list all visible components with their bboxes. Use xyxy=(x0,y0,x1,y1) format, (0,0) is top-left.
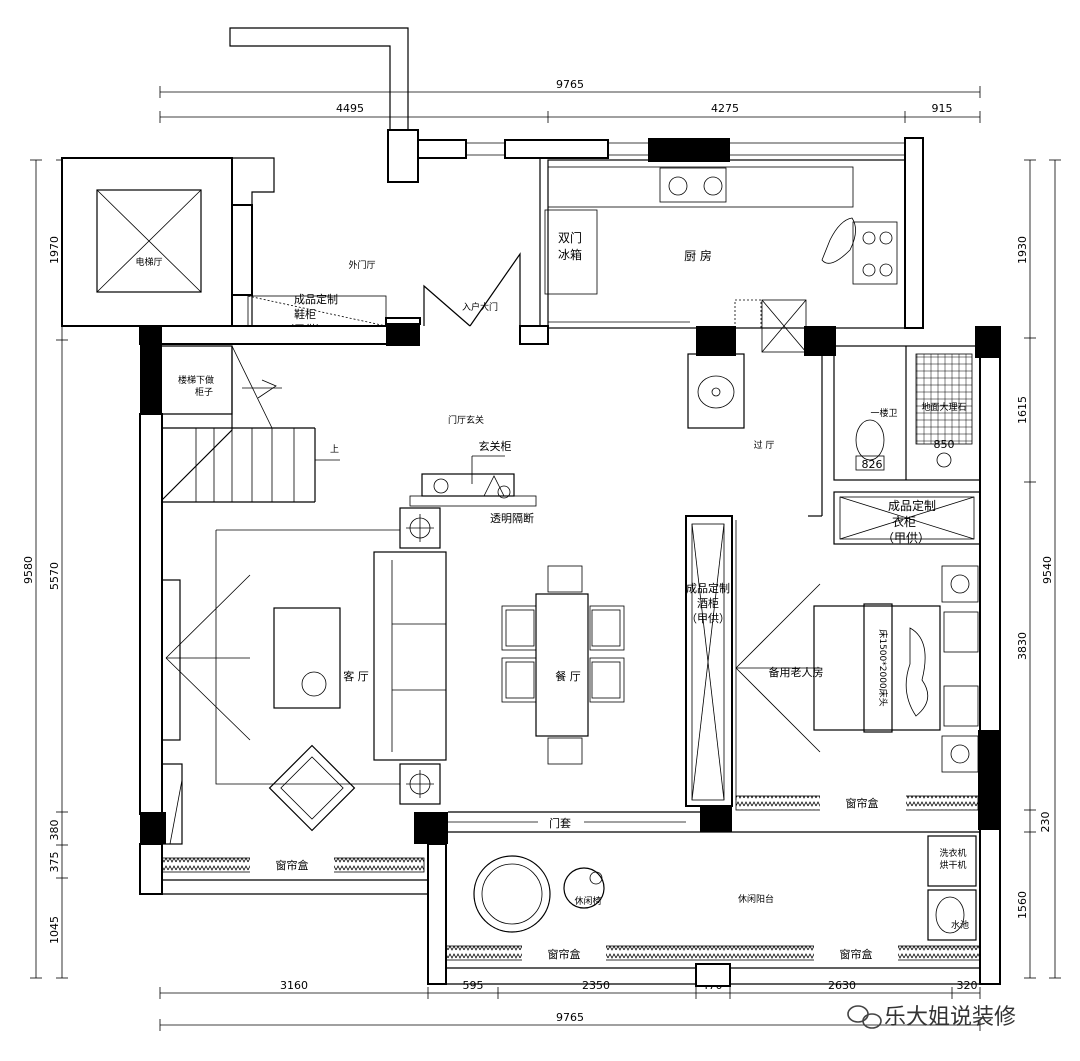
dimension-label: 375 xyxy=(48,852,61,873)
floor-drain-label: 地面大理石 xyxy=(921,401,966,413)
foyer-label: 门厅玄关 xyxy=(448,414,484,426)
dimension-label: 320 xyxy=(957,979,978,992)
leisure-balcony-label: 休闲阳台 xyxy=(738,893,774,905)
washer-label: 洗衣机 xyxy=(939,847,966,859)
bath-dimension: 826 xyxy=(862,458,883,471)
curtain-box-label: 窗帘盒 xyxy=(846,796,879,810)
laundry-sink-label: 水池 xyxy=(951,919,969,931)
entrance-door-label: 入户大门 xyxy=(462,301,498,313)
dimension-label: 380 xyxy=(48,820,61,841)
watermark: 乐大姐说装修 xyxy=(847,1005,1016,1030)
leisure-balcony: 休闲椅 休闲阳台 洗衣机 烘干机 水池 xyxy=(473,835,977,941)
washer-label: 烘干机 xyxy=(939,859,966,871)
leisure-chair-label: 休闲椅 xyxy=(574,895,601,907)
dimension-left: 9580 1970 5570 380 375 1045 xyxy=(22,159,68,979)
bath-dimension: 850 xyxy=(934,438,955,451)
wine-cabinet-label: 酒柜 xyxy=(697,597,719,610)
dimension-label: 3160 xyxy=(280,979,308,992)
fridge-label: 冰箱 xyxy=(558,247,582,262)
wechat-icon xyxy=(847,1005,882,1029)
dimension-label: 915 xyxy=(932,102,953,115)
dimension-label: 595 xyxy=(463,979,484,992)
guest-room: 床1500*2000床头 备用老人房 xyxy=(735,520,979,800)
curtain-box-label: 窗帘盒 xyxy=(276,858,309,872)
kitchen: 双门 冰箱 厨 房 xyxy=(544,159,906,353)
wine-cabinet: 成品定制 酒柜 （甲供） xyxy=(685,515,733,807)
elevator-hall: 电梯厅 xyxy=(61,157,275,327)
dining-room: 餐 厅 xyxy=(501,565,625,765)
wardrobe: 成品定制 衣柜 （甲供） xyxy=(833,491,981,545)
wardrobe-label: 成品定制 xyxy=(888,498,936,513)
dimension-bottom-total: 9765 xyxy=(159,1011,981,1031)
corridor: 过 厅 xyxy=(687,326,836,517)
first-bath-label: 一楼卫 xyxy=(870,407,897,419)
corridor-label: 过 厅 xyxy=(754,439,775,451)
curtain-box-label: 窗帘盒 xyxy=(840,947,873,961)
stair-cabinet-label: 柜子 xyxy=(195,386,213,398)
dimension-right: 9540 1930 1615 3830 230 1560 xyxy=(1016,159,1061,979)
dimension-label: 9765 xyxy=(556,1011,584,1024)
dimension-label: 1970 xyxy=(48,236,61,264)
wine-cabinet-label: 成品定制 xyxy=(686,581,730,595)
shoe-cabinet-label: 成品定制 xyxy=(294,292,338,306)
dimension-label: 1615 xyxy=(1016,396,1029,424)
door-frame-label: 门套 xyxy=(549,816,571,830)
curtain-box-living: 窗帘盒 xyxy=(161,857,425,873)
dimension-label: 3830 xyxy=(1016,632,1029,660)
fridge-label: 双门 xyxy=(558,230,582,245)
outer-hall-label: 外门厅 xyxy=(348,259,375,271)
dimension-bottom-segments: 3160 595 2350 470 2630 320 xyxy=(159,979,981,999)
stair-cabinet-label: 楼梯下做 xyxy=(178,374,214,386)
transparent-partition-label: 透明隔断 xyxy=(490,511,534,525)
staircase: 上 楼梯下做 柜子 xyxy=(161,345,340,503)
guest-room-label: 备用老人房 xyxy=(769,665,824,679)
foyer-cabinet-label: 玄关柜 xyxy=(479,439,512,453)
wardrobe-label: （甲供） xyxy=(882,531,930,545)
dimension-top-segments: 4495 4275 915 xyxy=(159,102,981,123)
bed-size-label: 床1500*2000床头 xyxy=(877,629,889,706)
dining-room-label: 餐 厅 xyxy=(555,669,581,683)
kitchen-label: 厨 房 xyxy=(684,248,712,263)
dimension-label: 1045 xyxy=(48,916,61,944)
wardrobe-label: 衣柜 xyxy=(892,514,916,529)
dimension-label: 230 xyxy=(1039,812,1052,833)
dimension-label: 1560 xyxy=(1016,891,1029,919)
dimension-label: 9580 xyxy=(22,556,35,584)
curtain-box-balcony: 窗帘盒 窗帘盒 xyxy=(445,945,981,961)
first-bathroom: 地面大理石 一楼卫 826 850 xyxy=(833,345,981,481)
dimension-label: 5570 xyxy=(48,562,61,590)
outer-duct xyxy=(229,27,924,329)
stair-up-label: 上 xyxy=(330,444,339,455)
dimension-label: 4495 xyxy=(336,102,364,115)
dimension-top-total: 9765 xyxy=(159,78,981,98)
elevator-hall-label: 电梯厅 xyxy=(135,256,162,268)
curtain-box-guest: 窗帘盒 xyxy=(735,795,979,811)
dimension-label: 2630 xyxy=(828,979,856,992)
door-frame: 门套 xyxy=(448,815,686,830)
dimension-label: 4275 xyxy=(711,102,739,115)
shoe-cabinet-label: 鞋柜 xyxy=(294,307,316,321)
dimension-label: 1930 xyxy=(1016,236,1029,264)
watermark-text: 乐大姐说装修 xyxy=(884,1005,1016,1030)
living-room: 客 厅 xyxy=(161,507,447,845)
dimension-label: 2350 xyxy=(582,979,610,992)
wine-cabinet-label: （甲供） xyxy=(686,611,730,625)
dimension-label: 9540 xyxy=(1041,556,1054,584)
main-walls xyxy=(139,326,1001,987)
living-room-label: 客 厅 xyxy=(343,669,369,683)
dimension-label: 9765 xyxy=(556,78,584,91)
curtain-box-label: 窗帘盒 xyxy=(548,947,581,961)
foyer: 门厅玄关 玄关柜 透明隔断 xyxy=(409,414,537,525)
